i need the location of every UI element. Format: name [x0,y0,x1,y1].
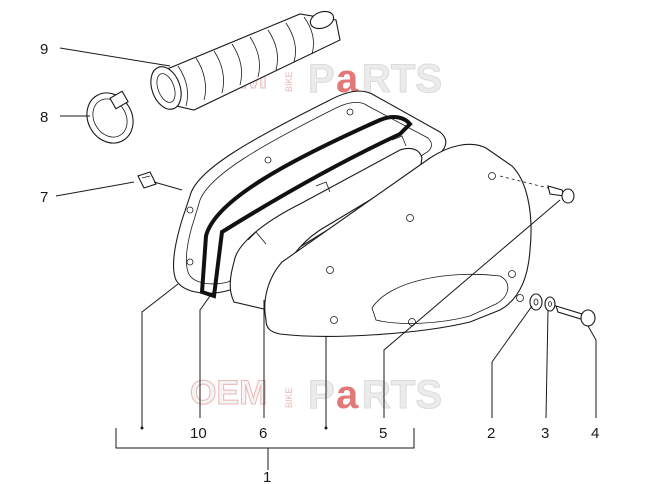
callout-9: 9 [40,41,48,58]
callout-4: 4 [591,425,599,442]
watermark-bottom: OEM BIKE P a RTS [190,373,443,418]
leader-dot-left [140,426,144,430]
part-washer [529,293,543,311]
leader-lines [55,47,597,470]
callout-6: 6 [259,425,267,442]
svg-text:P: P [308,57,335,101]
part-gasket [199,115,413,299]
part-clip [137,171,157,189]
part-screw-lower [555,305,596,327]
part-spacer [544,296,556,312]
svg-text:BIKE: BIKE [284,387,294,408]
svg-text:RTS: RTS [362,373,442,417]
svg-text:a: a [336,57,359,101]
callout-5: 5 [379,425,387,442]
callout-3: 3 [541,425,549,442]
callout-10: 10 [190,425,207,442]
part-intake-bellows [150,10,341,111]
part-screw-upper [499,175,575,204]
callout-2: 2 [487,425,495,442]
part-airbox-cover [264,143,532,337]
svg-text:BIKE: BIKE [284,71,294,92]
svg-text:P: P [308,373,335,417]
callout-8: 8 [40,109,48,126]
callout-1: 1 [263,469,271,484]
svg-text:OEM: OEM [190,374,267,412]
leader-dot-center [324,426,328,430]
part-airbox-housing [173,90,447,294]
svg-text:a: a [336,373,359,417]
callout-7: 7 [40,189,48,206]
svg-text:RTS: RTS [362,57,442,101]
part-hose-clamp [86,90,134,144]
